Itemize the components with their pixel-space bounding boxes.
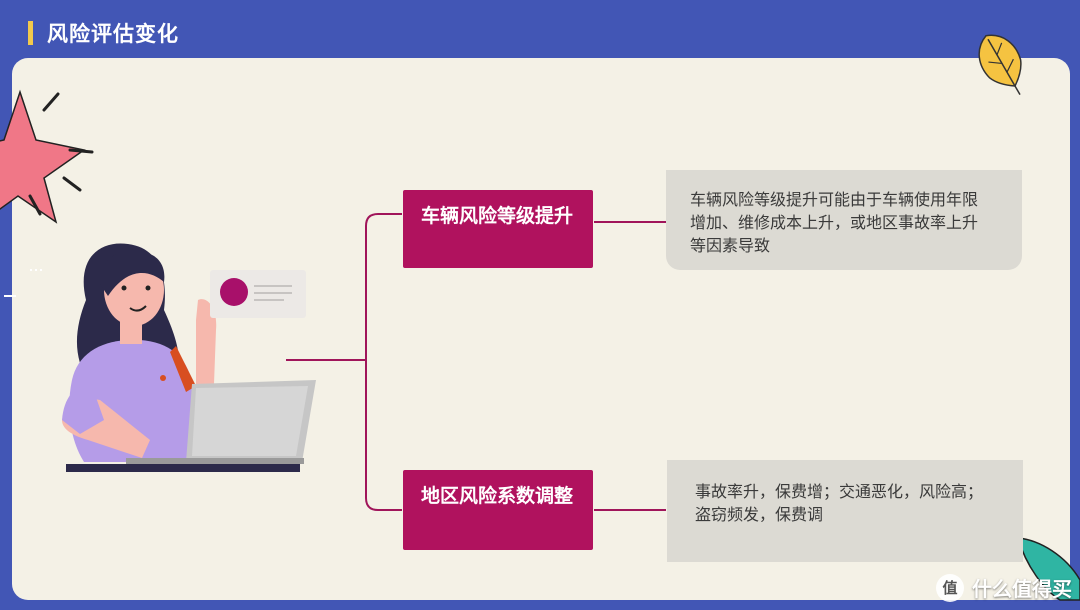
watermark: 值 什么值得买 <box>936 573 1072 602</box>
branch-node-region-risk: 地区风险系数调整 <box>403 470 593 550</box>
slide-title: 风险评估变化 <box>47 22 179 46</box>
branch-detail-vehicle-risk: 车辆风险等级提升可能由于车辆使用年限增加、维修成本上升，或地区事故率上升等因素导… <box>666 170 1022 270</box>
teal-leaf-icon <box>1016 537 1080 601</box>
woman-laptop-illustration <box>62 243 316 472</box>
slide-header: 风险评估变化 <box>28 20 179 46</box>
branch-node-vehicle-risk: 车辆风险等级提升 <box>403 190 593 268</box>
watermark-text: 什么值得买 <box>972 577 1072 601</box>
branch-detail-region-risk: 事故率升，保费增；交通恶化，风险高；盗窃频发，保费调 <box>667 460 1023 562</box>
title-accent-bar <box>28 21 33 45</box>
watermark-logo-icon: 值 <box>936 573 964 602</box>
connector-lines <box>286 213 666 511</box>
leaf-icon <box>978 34 1022 96</box>
star-icon <box>0 89 94 224</box>
